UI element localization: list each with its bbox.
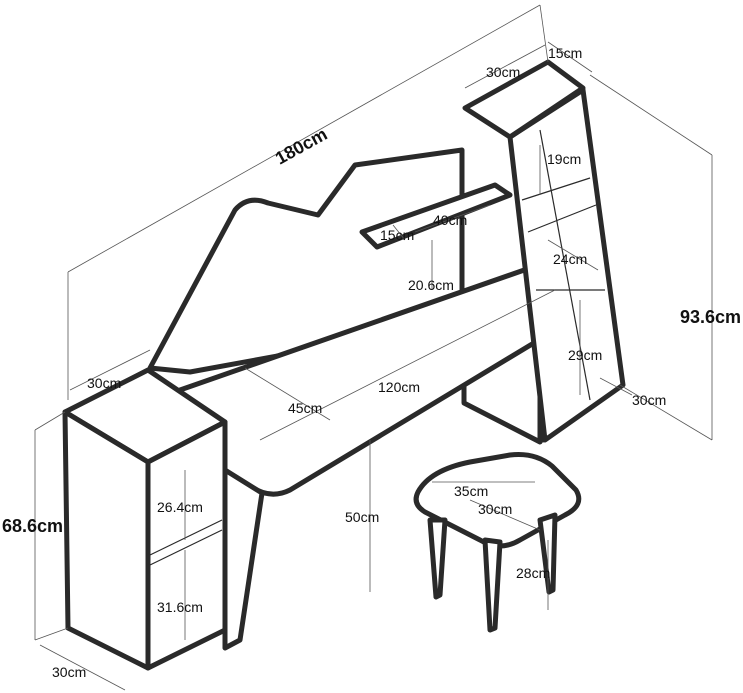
label-stool-height: 28cm [516, 565, 550, 581]
right-tower-side [462, 59, 586, 140]
label-overall-width: 180cm [272, 124, 331, 169]
tower-shelf-1 [521, 177, 591, 201]
label-stool-width: 35cm [454, 483, 488, 499]
left-cabinet-front [145, 419, 228, 671]
dim-line-monitor-15 [392, 224, 406, 241]
left-leg-panel [222, 467, 265, 651]
dim-line-tower-depth-30 [599, 377, 633, 396]
dim-ext-686-top [34, 411, 66, 431]
dim-ext-686-bottom [34, 627, 69, 641]
dim-line-cabinet-depth [39, 644, 126, 691]
label-monitor-shelf-depth: 15cm [380, 227, 414, 243]
label-desk-depth: 45cm [288, 400, 322, 416]
label-stool-depth: 30cm [478, 501, 512, 517]
stool-leg-3 [537, 512, 558, 595]
label-desk-height: 50cm [345, 509, 379, 525]
dim-line-tower-24 [547, 239, 599, 271]
label-cabinet-lower-gap: 31.6cm [157, 599, 203, 615]
label-desk-width: 120cm [378, 379, 420, 395]
dim-line-tower-30 [464, 44, 546, 89]
cabinet-shelf-lower [149, 529, 223, 566]
label-cabinet-upper-gap: 26.4cm [157, 499, 203, 515]
dim-ext-936-bottom [619, 384, 713, 441]
label-shelf-gap-2: 24cm [553, 251, 587, 267]
dim-line-tower-15 [547, 41, 593, 73]
dim-line-monitor-40 [414, 204, 491, 233]
label-cabinet-depth: 30cm [52, 664, 86, 680]
stool-leg-2 [482, 537, 503, 633]
dim-line-180 [67, 4, 541, 273]
label-shelf-gap-1: 19cm [547, 151, 581, 167]
dim-line-desk-120 [259, 289, 556, 441]
label-monitor-shelf-width: 40cm [433, 212, 467, 228]
tower-shelf-2 [527, 204, 597, 233]
label-tower-depth: 30cm [632, 392, 666, 408]
label-monitor-shelf-height: 20.6cm [408, 277, 454, 293]
label-shelf-unit-depth: 30cm [486, 64, 520, 80]
dim-ext-180-right [539, 4, 549, 63]
stool-leg-1 [427, 517, 448, 600]
label-cabinet-height: 68.6cm [2, 516, 63, 536]
cabinet-shelf-upper [149, 519, 223, 556]
label-overall-height: 93.6cm [680, 307, 741, 327]
label-tower-gap: 29cm [568, 347, 602, 363]
dim-line-cabinet-width [69, 349, 151, 391]
dim-ext-936-top [589, 74, 713, 156]
dim-line-stool-30 [469, 499, 541, 531]
label-cabinet-width: 30cm [87, 375, 121, 391]
label-shelf-unit-side: 15cm [548, 45, 582, 61]
dim-line-desk-45 [244, 367, 331, 421]
monitor-shelf [359, 182, 513, 250]
tower-inner-edge [539, 129, 591, 401]
